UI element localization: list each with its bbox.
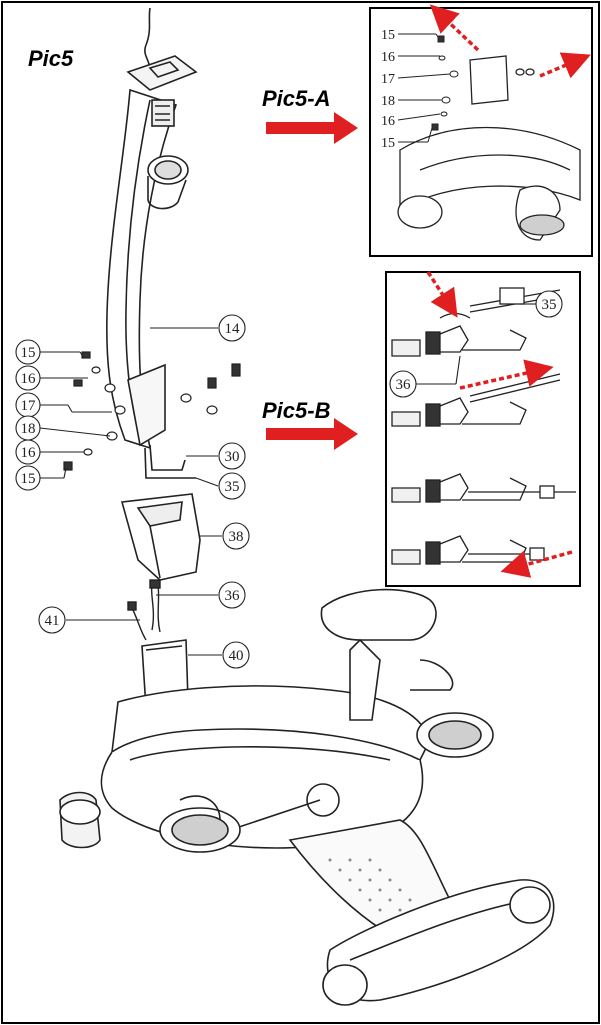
b-label-35: 35 [542,297,557,313]
detail-a-drawing [397,55,581,241]
detail-b-callouts [389,290,563,398]
cables-36-41 [127,579,161,641]
label-15-top: 15 [21,345,36,361]
callouts-left [15,339,112,491]
label-14: 14 [225,321,241,337]
bike-frame [59,588,555,1006]
label-30: 30 [225,449,240,465]
shroud [120,493,201,581]
a-label-16-bottom: 16 [381,114,395,129]
label-18: 18 [21,421,36,437]
title-pic5-a: Pic5-A [262,86,330,111]
label-16-bottom: 16 [21,445,37,461]
b-label-36: 36 [396,377,412,393]
detail-b-labels: 35 36 [396,297,557,393]
title-pic5: Pic5 [28,46,74,71]
detail-a-labels: 15 16 17 18 16 15 [381,28,395,151]
a-label-18: 18 [381,94,395,109]
a-label-15-bottom: 15 [381,136,395,151]
arrow-to-detail-b [266,418,358,450]
detail-a-leaders [397,33,451,143]
detail-a-arrows [429,4,591,79]
label-35: 35 [225,479,240,495]
a-label-15-top: 15 [381,28,395,43]
label-36: 36 [225,588,241,604]
title-pic5-b: Pic5-B [262,398,331,423]
detail-b-drawing [391,287,576,565]
label-17: 17 [21,398,37,414]
a-label-16-top: 16 [381,50,395,65]
detail-a-hardware [431,35,459,131]
callout-labels-left: 15 16 17 18 16 15 [21,345,37,487]
arrow-to-detail-a [266,112,358,144]
callouts-main-right [38,314,250,669]
detail-b-frame [385,271,581,587]
upright-post [106,7,198,479]
detail-b-arrows [426,271,573,578]
label-41: 41 [45,613,60,629]
callout-labels-main-right: 14 30 35 38 36 41 40 [45,321,244,664]
label-16-top: 16 [21,371,37,387]
label-38: 38 [229,529,244,545]
label-15-bottom: 15 [21,471,36,487]
hardware-left [63,351,241,471]
a-label-17: 17 [381,72,395,87]
label-40: 40 [229,648,244,664]
